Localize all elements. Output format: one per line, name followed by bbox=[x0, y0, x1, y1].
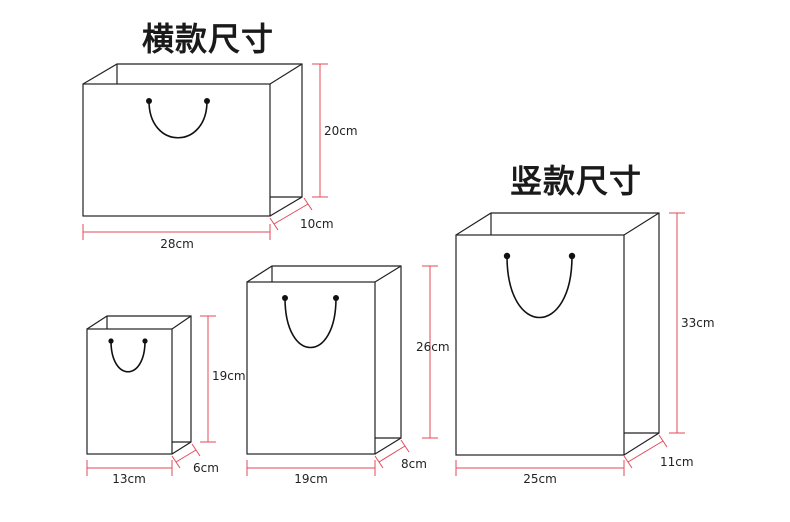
small-vertical-bag: 13cm 19cm 6cm bbox=[86, 315, 246, 486]
height-label: 26cm bbox=[416, 340, 450, 354]
depth-label: 11cm bbox=[660, 455, 694, 469]
depth-dimension-tick bbox=[623, 455, 633, 469]
depth-dimension-line bbox=[273, 203, 309, 225]
depth-dimension-tick bbox=[171, 455, 181, 469]
handle-rivet-left bbox=[108, 338, 114, 344]
depth-dimension-line bbox=[175, 449, 197, 463]
large-vertical-bag: 25cm 33cm 11cm bbox=[455, 212, 715, 486]
bag-handle bbox=[284, 297, 337, 349]
bag-top-edge bbox=[374, 265, 402, 283]
bag-back-outline bbox=[82, 63, 303, 217]
handle-rivet-left bbox=[503, 252, 511, 260]
bag-top-edge bbox=[269, 63, 303, 85]
height-label: 33cm bbox=[681, 316, 715, 330]
handle-rivet-right bbox=[204, 98, 210, 104]
width-label: 19cm bbox=[294, 472, 328, 486]
width-label: 13cm bbox=[112, 472, 146, 486]
depth-dimension-tick bbox=[191, 443, 201, 457]
depth-dimension-line bbox=[627, 440, 664, 463]
width-label: 25cm bbox=[523, 472, 557, 486]
bag-front-face bbox=[86, 328, 173, 455]
bag-handle bbox=[506, 255, 573, 319]
handle-rivet-right bbox=[568, 252, 576, 260]
depth-dimension-line bbox=[378, 445, 406, 463]
depth-dimension-tick bbox=[400, 439, 410, 453]
bag-handle bbox=[110, 340, 146, 373]
bag-handle bbox=[148, 100, 208, 139]
handle-rivet-right bbox=[333, 295, 339, 301]
bag-back-outline bbox=[455, 212, 660, 456]
depth-label: 6cm bbox=[193, 461, 219, 475]
bag-top-edge bbox=[171, 315, 192, 330]
bag-back-outline bbox=[246, 265, 402, 455]
bag-front-face bbox=[455, 234, 625, 456]
title-vertical-size: 竖款尺寸 bbox=[510, 162, 643, 200]
height-label: 20cm bbox=[324, 124, 358, 138]
depth-dimension-tick bbox=[303, 197, 313, 211]
title-horizontal-size: 横款尺寸 bbox=[142, 20, 275, 58]
depth-dimension-tick bbox=[658, 434, 668, 448]
medium-vertical-bag: 19cm 26cm 8cm bbox=[246, 265, 450, 486]
bag-front-face bbox=[82, 83, 271, 217]
handle-rivet-left bbox=[146, 98, 152, 104]
depth-label: 10cm bbox=[300, 217, 334, 231]
horizontal-bag: 28cm 20cm 10cm bbox=[82, 63, 358, 251]
height-label: 19cm bbox=[212, 369, 246, 383]
depth-dimension-tick bbox=[269, 217, 279, 231]
bag-front-face bbox=[246, 281, 376, 455]
handle-rivet-left bbox=[282, 295, 288, 301]
depth-dimension-tick bbox=[374, 455, 384, 469]
depth-label: 8cm bbox=[401, 457, 427, 471]
width-label: 28cm bbox=[160, 237, 194, 251]
bag-top-edge bbox=[623, 212, 660, 236]
handle-rivet-right bbox=[142, 338, 148, 344]
bag-back-outline bbox=[86, 315, 192, 455]
